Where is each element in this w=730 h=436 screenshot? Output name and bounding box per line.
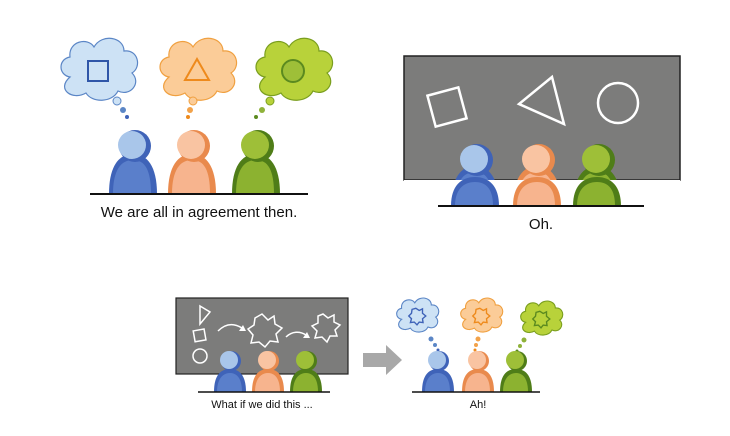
gear-icon [310,313,342,344]
blue-person [214,351,246,392]
blue-person [109,130,157,194]
board-caption: Oh. [528,216,554,233]
agreement-caption: We are all in agreement then. [100,204,298,221]
green-person [290,351,322,392]
arrow-icon [363,345,402,375]
circle-icon [192,348,208,364]
green-thought-cloud [255,37,334,101]
orange-person [168,130,216,194]
triangle-icon [516,74,566,127]
orange-person [462,351,494,392]
board-panel [403,55,681,207]
consensus-caption: Ah! [469,399,487,411]
gear-icon [407,307,427,326]
green-thought-cloud [520,300,564,336]
gear-icon [246,313,284,349]
triangle-icon [183,56,211,81]
blue-thought-cloud [60,37,139,101]
green-person [500,351,532,392]
proposal-caption: What if we did this ... [211,399,313,411]
gear-icon [531,310,551,329]
orange-person [252,351,284,392]
triangle-icon [199,304,212,327]
square-icon [192,328,207,343]
circle-icon [596,81,640,125]
circle-icon [281,59,305,83]
consensus-panel [396,297,564,393]
agreement-panel [60,37,334,195]
arrow-icon [285,331,307,338]
proposal-panel [175,297,349,393]
arrow-icon [217,323,243,332]
blue-thought-cloud [396,297,440,333]
gear-icon [471,307,491,326]
orange-thought-cloud [460,297,504,333]
green-person [232,130,280,194]
orange-thought-cloud [159,37,238,101]
square-icon [87,60,109,82]
blue-person [422,351,454,392]
square-icon [425,85,469,129]
